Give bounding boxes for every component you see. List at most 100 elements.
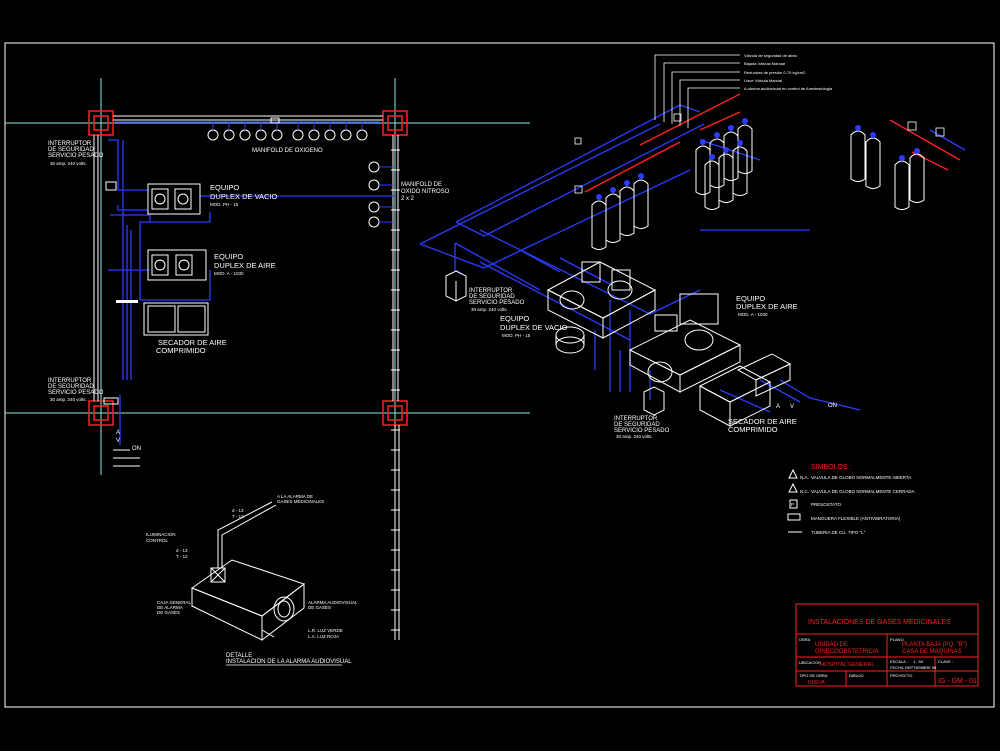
nitrous-manifold-label-3: 2 x 2 (401, 196, 415, 202)
iso-air-equipment (628, 293, 742, 393)
tb-sheet-code: IG - GM - 01 (938, 678, 977, 685)
floor-plan: MANIFOLD DE OXIGENO MANIFOLD DE OXIDO NI… (5, 78, 530, 640)
iso-air-label-1: EQUIPO (736, 294, 765, 303)
symbol-nc-code: N.C. (800, 489, 809, 494)
switch-bot-label-3: SERVICIO PESADO (48, 390, 104, 396)
iso-switch2-label-1: INTERRUPTOR (614, 416, 658, 422)
symbols-title: SIMBOLOS : (811, 464, 852, 471)
symbol-na-text: VALVULA DE GLOBO NORMALMENTE ABIERTA (811, 475, 911, 480)
switch-top-label-4: 30 amp. 240 volts. (50, 161, 87, 166)
vacuum-label-1: EQUIPO (210, 183, 239, 192)
valve-markers (596, 118, 920, 200)
symbol-p-code: P (791, 502, 794, 507)
iso-air-label-2: DUPLEX DE AIRE (736, 302, 798, 311)
switch-top-label-3: SERVICIO PESADO (48, 153, 104, 159)
plan-outlets (207, 129, 380, 228)
dryer-label-2: COMPRIMIDO (156, 346, 206, 355)
alarm-detail: A LA ALARMA DE GASES MEDICINALES d - 13 … (146, 494, 358, 666)
symbol-pipe-text: TUBERIA DE CU. TIPO "L" (811, 530, 866, 535)
vacuum-equipment-plan (147, 183, 201, 215)
tank-legend-3: Reductora de presión 0-70 kg/cm2 (744, 70, 806, 75)
tb-label-drew: DIBUJO (849, 673, 864, 678)
air-model: MOD. A - 1030 (214, 271, 244, 276)
tb-plan-1: PLANTA BAJA (PQ. "B") (902, 642, 967, 648)
detail-note-left-1: ILUMINACION (146, 532, 176, 537)
detail-note-box-2: DE ALARMA (157, 605, 183, 610)
iso-regulator-lines (584, 93, 961, 193)
gas-cylinders-group-2 (591, 179, 649, 250)
detail-title-1: DETALLE (226, 653, 252, 659)
tank-legend-1: Válvula de seguridad de alivio (744, 53, 798, 58)
switch-top-label-1: INTERRUPTOR (48, 141, 92, 147)
dryer-label-1: SECADOR DE AIRE (158, 338, 227, 347)
iso-switch-label-1: INTERRUPTOR (469, 288, 513, 294)
tb-header: INSTALACIONES DE GASES MEDICINALES (808, 619, 951, 626)
tb-label-type: TIPO DE OBRA (799, 673, 828, 678)
iso-dryer-label-2: COMPRIMIDO (728, 425, 778, 434)
iso-switch-label-4: 30 amp. 240 volts. (471, 307, 508, 312)
vacuum-model: MOD. PH - 15 (210, 202, 239, 207)
isometric-view: Válvula de seguridad de alivio Bajada Vá… (419, 53, 966, 439)
detail-note-a: d - 13 (232, 508, 244, 513)
window-marks (391, 149, 400, 631)
phase-on-label: ON (132, 446, 141, 452)
symbol-na-code: N.A. (800, 475, 809, 480)
iso-phase-a: A (776, 404, 780, 410)
tb-label-date: FECHA : (890, 665, 906, 670)
iso-phase-v: V (790, 404, 794, 410)
air-equipment-plan (147, 249, 207, 281)
plan-piping (108, 121, 395, 445)
iso-phase-on: ON (828, 403, 837, 409)
air-label-2: DUPLEX DE AIRE (214, 261, 276, 270)
iso-piping (419, 104, 966, 413)
iso-switch-label-2: DE SEGURIDAD (469, 294, 515, 300)
tank-legend-4: Llave Válvula Manual (744, 78, 782, 83)
air-label-1: EQUIPO (214, 252, 243, 261)
tb-label-sheet: CLAVE : (938, 659, 953, 664)
symbols-legend: SIMBOLOS : N.A. VALVULA DE GLOBO NORMALM… (787, 464, 915, 535)
tb-label-plan: PLANO (890, 637, 904, 642)
title-block: INSTALACIONES DE GASES MEDICINALES OBRA … (795, 603, 979, 687)
tb-label-unit: OBRA (799, 637, 811, 642)
iso-vacuum-equipment (546, 261, 657, 354)
symbol-hose-text: MANGUERA FLEXIBLE (ANTIVIBRATORIA) (811, 516, 901, 521)
column-markers (88, 110, 408, 426)
tank-legend-2: Bajada Válvula Manual (744, 61, 785, 66)
detail-note-lr-1: L.R. LUZ VERDE (308, 628, 343, 633)
switch-bot-label-2: DE SEGURIDAD (48, 384, 94, 390)
detail-note-left-2: CONTROL (146, 538, 168, 543)
iso-vacuum-model: MOD. PH - 15 (502, 333, 531, 338)
nitrous-manifold-label-2: OXIDO NITROSO (401, 189, 450, 195)
nitrous-manifold-label-1: MANIFOLD DE (401, 182, 442, 188)
symbol-p-text: PRESOSTATO (811, 502, 842, 507)
iso-switch2-label-3: SERVICIO PESADO (614, 428, 670, 434)
detail-note-b: T - 12 (232, 514, 244, 519)
detail-title-2: INSTALACION DE LA ALARMA AUDIOVISUAL (226, 659, 352, 665)
oxygen-manifold-label: MANIFOLD DE OXIGENO (252, 148, 323, 154)
tb-date: SEPTIEMBRE 98 (905, 665, 937, 670)
walls (93, 115, 399, 401)
dryer-plan (143, 302, 209, 336)
detail-note-d: T - 12 (176, 554, 188, 559)
detail-note-box-3: DE GASES (157, 610, 180, 615)
iso-dryer (698, 353, 792, 427)
iso-air-model: MOD. A - 1030 (738, 312, 768, 317)
tb-label-location: UBICACION (799, 660, 821, 665)
tb-scale: 1 : 50 (913, 659, 924, 664)
detail-note-right-2: DE GASES (308, 605, 331, 610)
iso-dryer-label-1: SECADOR DE AIRE (728, 417, 797, 426)
tb-unit-2: GINECOOBSTETRICIA (815, 649, 879, 655)
iso-switch-label-3: SERVICIO PESADO (469, 300, 525, 306)
detail-note-top-1: A LA ALARMA DE (277, 494, 313, 499)
drawing-border (4, 42, 995, 708)
tb-unit-1: UNIDAD DE (815, 642, 848, 648)
phase-v-label: V (116, 438, 120, 444)
iso-switch-box (445, 270, 665, 416)
tb-type: NUEVA (808, 680, 826, 686)
iso-switch2-label-2: DE SEGURIDAD (614, 422, 660, 428)
detail-note-lr-2: L.A. LUZ ROJA (308, 634, 339, 639)
gas-cylinders-group-1 (695, 124, 753, 210)
switch-bot-label-1: INTERRUPTOR (48, 378, 92, 384)
tank-legend-leaders (654, 54, 740, 128)
